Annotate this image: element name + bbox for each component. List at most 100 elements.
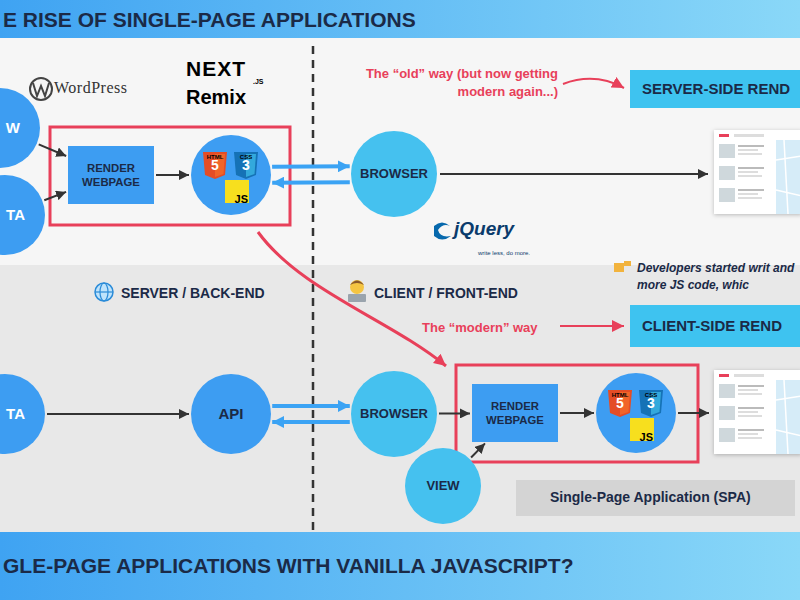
node-text: TA [6, 405, 25, 424]
jquery-logo [434, 223, 451, 240]
logo-text: jQuery [454, 218, 514, 240]
region-label: CLIENT / FRONT-END [374, 285, 518, 301]
node-text: CLIENT-SIDE REND [642, 317, 782, 336]
annotation-note: The “old” way (but now getting modern ag… [352, 65, 558, 101]
connector-arrow [272, 420, 350, 424]
icon-label-holder: 5 [607, 394, 633, 412]
region-label: SERVER / BACK-END [121, 285, 265, 301]
icon-label-holder: JS [226, 189, 248, 207]
slide-caption: GLE-PAGE APPLICATIONS WITH VANILLA JAVAS… [3, 553, 574, 578]
shield-logo [234, 152, 258, 179]
connector-arrow [272, 164, 350, 168]
annotation-note: The “modern” way [422, 320, 538, 335]
logo-tagline: write less, do more. [478, 250, 530, 256]
connector-arrow [471, 443, 485, 457]
connector-arrow [44, 192, 66, 200]
label-holder: The “old” way (but now getting modern ag… [352, 65, 558, 101]
tech-logos [596, 373, 676, 453]
label-holder: The “modern” way [422, 318, 538, 336]
icon-label: 5 [211, 158, 219, 172]
data-circle: TA [0, 374, 45, 454]
title-box: SERVER-SIDE REND [630, 70, 800, 108]
lower-panel [0, 265, 800, 532]
note-box: Single-Page Application (SPA) [516, 480, 795, 516]
node-text: TA [6, 206, 25, 225]
caption-holder: GLE-PAGE APPLICATIONS WITH VANILLA JAVAS… [3, 553, 574, 578]
logo-text: Remix [186, 86, 246, 109]
node-text: VIEW [426, 478, 459, 494]
icon-label-holder: 5 [202, 156, 228, 174]
label-holder: Remix [186, 86, 246, 109]
label-holder: CLIENT / FRONT-END [374, 284, 518, 302]
wordpress-logo [30, 78, 52, 100]
connector-arrow [272, 180, 350, 184]
label-holder: jQuery [454, 218, 514, 240]
node-text: API [218, 405, 243, 424]
output-arrow [678, 412, 709, 414]
node-text: BROWSER [360, 406, 428, 422]
globe-icon [95, 283, 113, 301]
divider-line [312, 46, 315, 530]
tech-circle: HTML5CSS3JS [596, 373, 676, 453]
label-holder: .JS [253, 70, 264, 88]
shield-logo [203, 152, 227, 179]
node-text: RENDER WEBPAGE [74, 161, 148, 189]
process-box: RENDER WEBPAGE [68, 146, 154, 204]
node-text: BROWSER [360, 166, 428, 182]
connector-arrow [272, 404, 350, 408]
pointer-arrow [560, 325, 624, 327]
icon-label-holder: 3 [233, 156, 259, 174]
api-circle: API [191, 374, 271, 454]
icon-label-holder: 3 [638, 394, 664, 412]
icon-label-holder: JS [631, 427, 653, 445]
browser-circle: BROWSER [351, 131, 437, 217]
view-circle: VIEW [405, 448, 481, 524]
connector-arrow [47, 413, 189, 415]
wordpress-logo [33, 83, 49, 96]
webpage-screenshot [714, 130, 800, 214]
highlight-frame [50, 127, 290, 225]
node-text: Single-Page Application (SPA) [550, 489, 751, 507]
icon-label: 5 [616, 396, 624, 410]
title-banner [0, 0, 800, 38]
logo-text: .JS [253, 78, 264, 85]
icon-label: 3 [647, 396, 655, 410]
label-holder: Developers started writ and more JS code… [637, 260, 796, 294]
annotation-note: Developers started writ and more JS code… [637, 260, 796, 294]
upper-panel [0, 38, 800, 265]
node-text: SERVER-SIDE REND [642, 80, 790, 99]
icon-label: JS [235, 194, 248, 205]
title-holder: E RISE OF SINGLE-PAGE APPLICATIONS [3, 7, 416, 32]
title-box: CLIENT-SIDE REND [630, 305, 800, 347]
pointer-arrow [563, 79, 624, 88]
connector-arrow [156, 174, 189, 176]
shield-logo [639, 390, 663, 417]
icon-label: JS [640, 432, 653, 443]
node-text: W [6, 119, 20, 138]
connector-arrow [39, 144, 66, 156]
pointing-hand [614, 261, 631, 272]
developer-icon [350, 280, 364, 294]
process-box: RENDER WEBPAGE [472, 384, 558, 442]
label-holder: write less, do more. [478, 241, 530, 259]
label-holder: SERVER / BACK-END [121, 284, 265, 302]
connector-arrow [439, 412, 470, 414]
slide-title: E RISE OF SINGLE-PAGE APPLICATIONS [3, 7, 416, 32]
developer-icon [348, 294, 366, 302]
browser-circle: BROWSER [351, 371, 437, 457]
logo-text: WordPress [54, 79, 127, 97]
tech-circle: HTML5CSS3JS [191, 135, 271, 215]
icon-label: 3 [242, 158, 250, 172]
output-arrow [440, 173, 708, 175]
logo-text: NEXT [186, 57, 246, 81]
globe-icon [95, 291, 113, 292]
data-circle: W [0, 88, 40, 168]
webpage-screenshot [714, 370, 800, 454]
connector-arrow [560, 412, 594, 414]
tech-logos [191, 135, 271, 215]
node-text: RENDER WEBPAGE [478, 399, 552, 427]
data-circle: TA [0, 175, 45, 255]
developer-icon [350, 281, 364, 286]
shield-logo [608, 390, 632, 417]
